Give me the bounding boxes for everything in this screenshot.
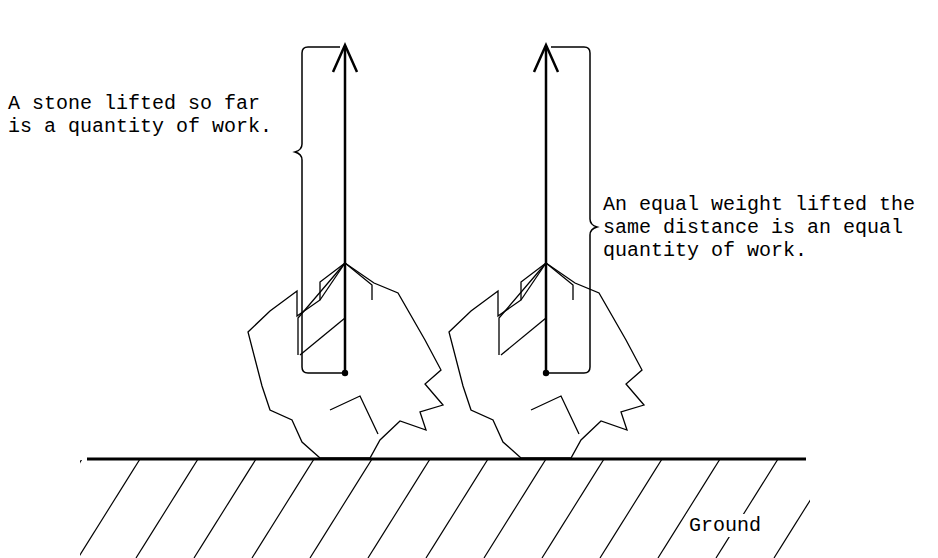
annotation-note: A stone lifted so far is a quantity of w… bbox=[8, 92, 278, 138]
stone-facet bbox=[501, 318, 546, 355]
hatch-line bbox=[484, 460, 546, 558]
lift-arrows bbox=[333, 45, 558, 373]
annotation-note: An equal weight lifted the same distance… bbox=[603, 193, 921, 262]
stones bbox=[248, 263, 644, 458]
hatch-line bbox=[194, 460, 256, 558]
arrow-head bbox=[333, 45, 357, 72]
brackets bbox=[295, 47, 597, 373]
ground-hatching bbox=[80, 460, 810, 558]
stone-facet bbox=[300, 318, 345, 355]
hatch-line bbox=[658, 460, 720, 558]
hatch-line bbox=[368, 460, 430, 558]
hatch-line bbox=[426, 460, 488, 558]
hatch-line bbox=[252, 460, 314, 558]
lift-arrow bbox=[344, 46, 347, 373]
hatch-line bbox=[80, 460, 140, 558]
hatch-line bbox=[80, 460, 82, 558]
ground-line bbox=[87, 458, 806, 461]
lift-arrow bbox=[545, 46, 548, 373]
hatch-line bbox=[310, 460, 372, 558]
stone-facet bbox=[345, 263, 372, 300]
hatch-line bbox=[716, 460, 778, 558]
stone-facet bbox=[320, 263, 345, 300]
hatch-line bbox=[774, 460, 810, 558]
ground-label: Ground bbox=[686, 514, 764, 537]
stone-facet bbox=[531, 396, 579, 434]
arrow-head bbox=[534, 45, 558, 72]
hatch-line bbox=[542, 460, 604, 558]
curly-bracket bbox=[295, 47, 345, 373]
stone-facet bbox=[521, 263, 546, 300]
stone-facet bbox=[546, 263, 573, 300]
stone-facet bbox=[330, 396, 378, 434]
curly-bracket bbox=[546, 47, 597, 373]
stone-facet bbox=[499, 263, 546, 355]
stone-facet bbox=[298, 263, 345, 355]
hatch-line bbox=[136, 460, 198, 558]
hatch-line bbox=[600, 460, 662, 558]
